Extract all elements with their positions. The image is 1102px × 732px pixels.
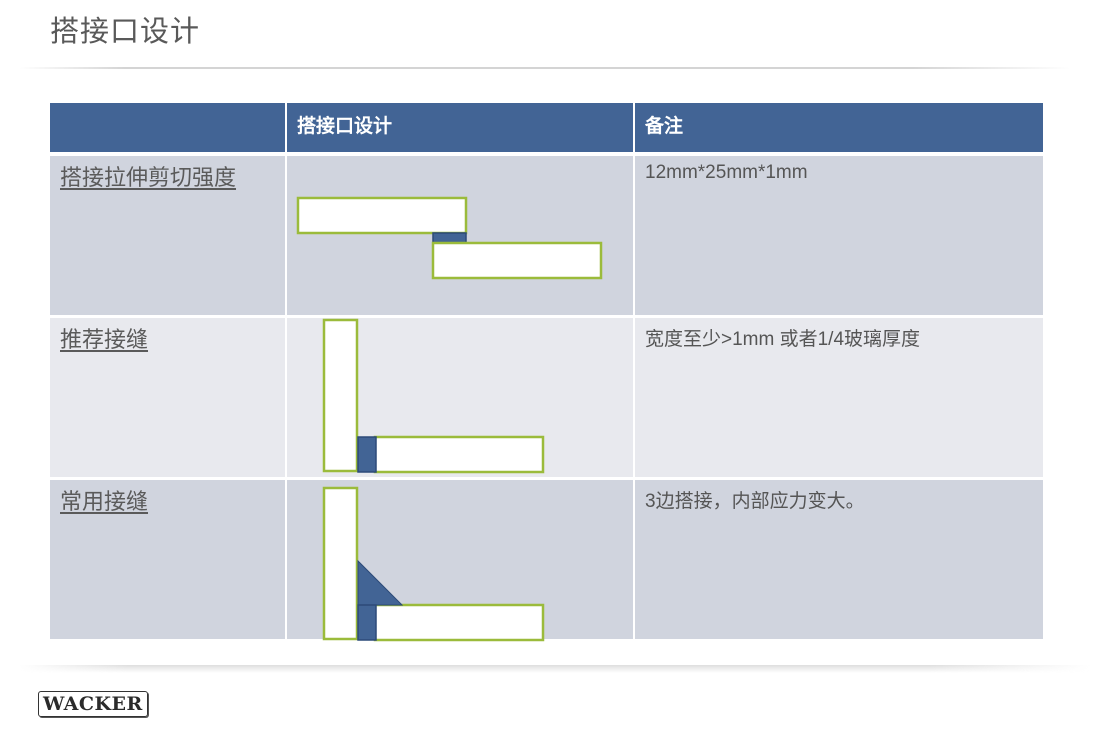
note-recommended-joint: 宽度至少>1mm 或者1/4玻璃厚度 (635, 318, 1043, 477)
row-label-recommended-joint[interactable]: 推荐接缝 (50, 318, 285, 477)
wacker-logo: WACKER (38, 691, 148, 717)
row-label-common-joint[interactable]: 常用接缝 (50, 480, 285, 639)
title-divider (20, 67, 1070, 69)
note-lap-shear: 12mm*25mm*1mm (635, 156, 1043, 315)
diagram-cell-lap-shear (287, 156, 633, 315)
header-cell-empty (50, 103, 285, 152)
row-label-lap-shear[interactable]: 搭接拉伸剪切强度 (50, 156, 285, 315)
recommended-joint-diagram (322, 318, 545, 474)
note-common-joint: 3边搭接，内部应力变大。 (635, 480, 1043, 639)
diagram-cell-recommended-joint (287, 318, 633, 477)
header-cell-notes: 备注 (635, 103, 1043, 152)
slide-title: 搭接口设计 (50, 14, 201, 48)
header-cell-design: 搭接口设计 (287, 103, 633, 152)
diagram-cell-common-joint (287, 480, 633, 642)
common-joint-diagram (322, 486, 545, 642)
footer-divider (20, 665, 1090, 673)
lap-shear-diagram (296, 196, 603, 280)
